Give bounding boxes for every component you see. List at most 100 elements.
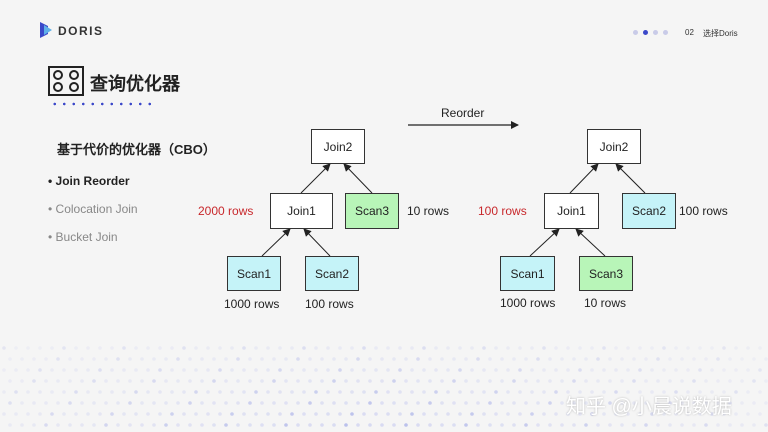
pattern-dot <box>506 390 510 394</box>
pattern-dot <box>500 423 504 427</box>
pattern-dot <box>62 412 66 416</box>
pattern-dot <box>482 390 486 394</box>
pattern-dot <box>632 379 636 383</box>
pattern-dot <box>380 357 384 361</box>
pattern-dot <box>188 357 192 361</box>
pattern-dot <box>44 401 48 405</box>
pattern-dot <box>542 412 546 416</box>
pattern-dot <box>350 368 354 372</box>
pattern-dot <box>590 368 594 372</box>
pattern-dot <box>740 401 744 405</box>
pattern-dot <box>470 368 474 372</box>
pattern-dot <box>608 401 612 405</box>
pattern-dot <box>602 346 606 350</box>
pattern-dot <box>308 357 312 361</box>
pattern-dot <box>230 368 234 372</box>
pattern-dot <box>458 390 462 394</box>
pattern-dot <box>740 423 744 427</box>
pattern-dot <box>710 412 714 416</box>
pattern-dot <box>500 379 504 383</box>
pattern-dot <box>680 423 684 427</box>
pattern-dot <box>386 390 390 394</box>
left-join1-node: Join1 <box>270 193 333 229</box>
pattern-dot <box>116 357 120 361</box>
pattern-dot <box>734 390 738 394</box>
pattern-dot <box>326 390 330 394</box>
pattern-dot <box>134 346 138 350</box>
pattern-dot <box>386 368 390 372</box>
pattern-dot <box>428 357 432 361</box>
pattern-dot <box>26 412 30 416</box>
pattern-dot <box>626 390 630 394</box>
brand-name: DORIS <box>58 24 104 38</box>
pattern-dot <box>752 357 756 361</box>
pattern-dot <box>620 357 624 361</box>
pattern-dot <box>80 423 84 427</box>
pattern-dot <box>104 357 108 361</box>
pattern-dot <box>314 412 318 416</box>
pattern-dot <box>374 390 378 394</box>
pattern-dot <box>518 390 522 394</box>
pattern-dot <box>128 357 132 361</box>
pattern-dot <box>626 412 630 416</box>
pattern-dot <box>404 379 408 383</box>
pattern-dot <box>494 346 498 350</box>
pattern-dot <box>560 401 564 405</box>
left-scan1-rows: 1000 rows <box>224 297 280 311</box>
pattern-dot <box>146 412 150 416</box>
pattern-dot <box>230 346 234 350</box>
pattern-dot <box>218 368 222 372</box>
pattern-dot <box>368 379 372 383</box>
pattern-dot <box>200 401 204 405</box>
pattern-dot <box>722 412 726 416</box>
pattern-dot <box>728 401 732 405</box>
pattern-dot <box>698 412 702 416</box>
pattern-dot <box>392 401 396 405</box>
pattern-dot <box>764 357 768 361</box>
pattern-dot <box>158 390 162 394</box>
pattern-dot <box>632 423 636 427</box>
bullet-colocation-join: • Colocation Join <box>48 202 138 216</box>
pattern-dot <box>440 357 444 361</box>
pattern-dot <box>134 390 138 394</box>
pattern-dot <box>236 401 240 405</box>
pattern-dot <box>140 379 144 383</box>
pattern-dot <box>80 357 84 361</box>
pattern-dot <box>218 390 222 394</box>
pattern-dot <box>536 423 540 427</box>
pattern-dot <box>194 346 198 350</box>
pattern-dot <box>698 390 702 394</box>
pattern-dot <box>272 379 276 383</box>
pattern-dot <box>548 423 552 427</box>
pattern-dot <box>404 423 408 427</box>
pattern-dot <box>722 368 726 372</box>
pattern-dot <box>662 346 666 350</box>
pattern-dot <box>122 412 126 416</box>
pattern-dot <box>290 368 294 372</box>
pattern-dot <box>584 357 588 361</box>
pattern-dot <box>512 401 516 405</box>
pattern-dot <box>254 412 258 416</box>
pattern-dot <box>182 368 186 372</box>
pattern-dot <box>668 357 672 361</box>
pattern-dot <box>458 368 462 372</box>
pattern-dot <box>86 346 90 350</box>
pattern-dot <box>26 368 30 372</box>
pattern-dot <box>146 390 150 394</box>
pattern-dot <box>692 401 696 405</box>
pattern-dot <box>662 412 666 416</box>
pattern-dot <box>272 401 276 405</box>
pattern-dot <box>542 346 546 350</box>
pattern-dot <box>566 412 570 416</box>
pattern-dot <box>110 412 114 416</box>
pattern-dot <box>332 357 336 361</box>
pattern-dot <box>488 423 492 427</box>
pattern-dot <box>212 357 216 361</box>
pattern-dot <box>488 379 492 383</box>
pattern-dot <box>110 368 114 372</box>
pattern-dot <box>434 412 438 416</box>
pattern-dot <box>164 401 168 405</box>
pattern-dot <box>236 357 240 361</box>
pattern-dot <box>758 412 762 416</box>
